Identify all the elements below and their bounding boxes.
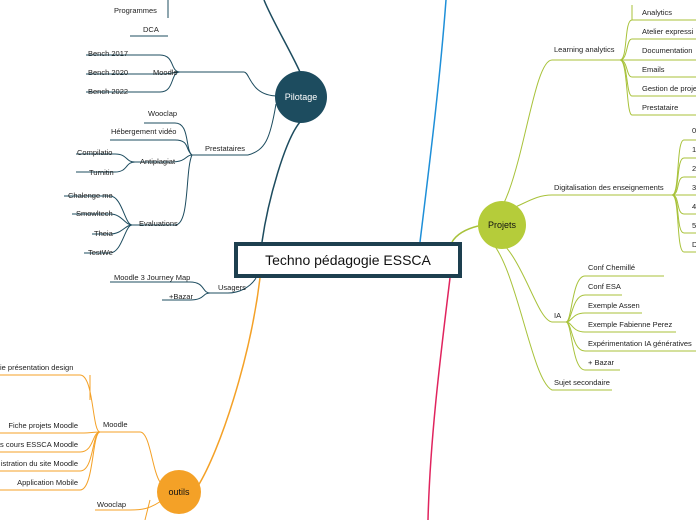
- node-digital-3[interactable]: 3: [692, 183, 696, 192]
- node-prestataires[interactable]: Prestataires: [205, 144, 246, 153]
- node-prestataire[interactable]: Prestataire: [642, 103, 679, 112]
- node-digital-1[interactable]: 1: [692, 145, 696, 154]
- node-theia[interactable]: Theia: [94, 229, 113, 238]
- node-ia[interactable]: IA: [554, 311, 562, 320]
- node-sujet-secondaire[interactable]: Sujet secondaire: [554, 378, 610, 387]
- node-testwe[interactable]: TestWe: [88, 248, 113, 257]
- node-cours-essca[interactable]: s cours ESSCA Moodle: [0, 440, 78, 449]
- node-administration-site[interactable]: istration du site Moodle: [0, 459, 78, 468]
- node-moodle-outils[interactable]: Moodle: [103, 420, 128, 429]
- node-fiche-projets[interactable]: Fiche projets Moodle: [8, 421, 78, 430]
- topic-outils[interactable]: outils: [157, 470, 201, 514]
- node-emails[interactable]: Emails: [642, 65, 665, 74]
- node-digital-4[interactable]: 4: [692, 202, 696, 211]
- node-digital-5[interactable]: 5: [692, 221, 696, 230]
- node-journey-map[interactable]: Moodle 3 Journey Map: [114, 273, 191, 282]
- node-gestion-projet[interactable]: Gestion de proje: [642, 84, 696, 93]
- node-compilatio[interactable]: Compilatio: [77, 148, 113, 157]
- node-bench-2017[interactable]: Bench 2017: [88, 49, 129, 58]
- node-dca[interactable]: DCA: [143, 25, 159, 34]
- node-digital-0[interactable]: 0: [692, 126, 696, 135]
- node-exemple-assen[interactable]: Exemple Assen: [588, 301, 640, 310]
- node-digital-2[interactable]: 2: [692, 164, 696, 173]
- node-moodle-pilotage[interactable]: Moodle: [153, 68, 178, 77]
- node-programmes[interactable]: Programmes: [114, 6, 157, 15]
- node-learning-analytics[interactable]: Learning analytics: [554, 45, 615, 54]
- central-topic[interactable]: Techno pédagogie ESSCA: [234, 242, 462, 278]
- node-bench-2022[interactable]: Bench 2022: [88, 87, 129, 96]
- node-atelier-expression[interactable]: Atelier expressi: [642, 27, 694, 36]
- node-turnitin[interactable]: Turnitin: [89, 168, 114, 177]
- node-digital-d[interactable]: D: [692, 240, 696, 249]
- node-hebergement-video[interactable]: Hébergement vidéo: [111, 127, 177, 136]
- node-presentation-design[interactable]: ie présentation design: [0, 363, 74, 372]
- node-analytics[interactable]: Analytics: [642, 8, 673, 17]
- node-bazar-ia[interactable]: + Bazar: [588, 358, 615, 367]
- node-antiplagiat[interactable]: Antiplagiat: [140, 157, 176, 166]
- topic-projets[interactable]: Projets: [478, 201, 526, 249]
- node-smowltech[interactable]: Smowltech: [76, 209, 113, 218]
- topic-pilotage[interactable]: Pilotage: [275, 71, 327, 123]
- node-wooclap-outils[interactable]: Wooclap: [97, 500, 127, 509]
- node-application-mobile[interactable]: Application Mobile: [17, 478, 78, 487]
- node-usagers[interactable]: Usagers: [218, 283, 246, 292]
- node-evaluations[interactable]: Evaluations: [139, 219, 178, 228]
- node-conf-esa[interactable]: Conf ESA: [588, 282, 621, 291]
- node-bazar-usagers[interactable]: +Bazar: [169, 292, 193, 301]
- node-digitalisation[interactable]: Digitalisation des enseignements: [554, 183, 664, 192]
- node-conf-chemille[interactable]: Conf Chemillé: [588, 263, 636, 272]
- node-exemple-fabienne[interactable]: Exemple Fabienne Perez: [588, 320, 673, 329]
- node-bench-2020[interactable]: Bench 2020: [88, 68, 129, 77]
- node-wooclap-pilotage[interactable]: Wooclap: [148, 109, 178, 118]
- node-chalenge-me[interactable]: Chalenge me: [68, 191, 113, 200]
- node-experimentation-ia[interactable]: Expérimentation IA génératives: [588, 339, 692, 348]
- node-documentation[interactable]: Documentation: [642, 46, 693, 55]
